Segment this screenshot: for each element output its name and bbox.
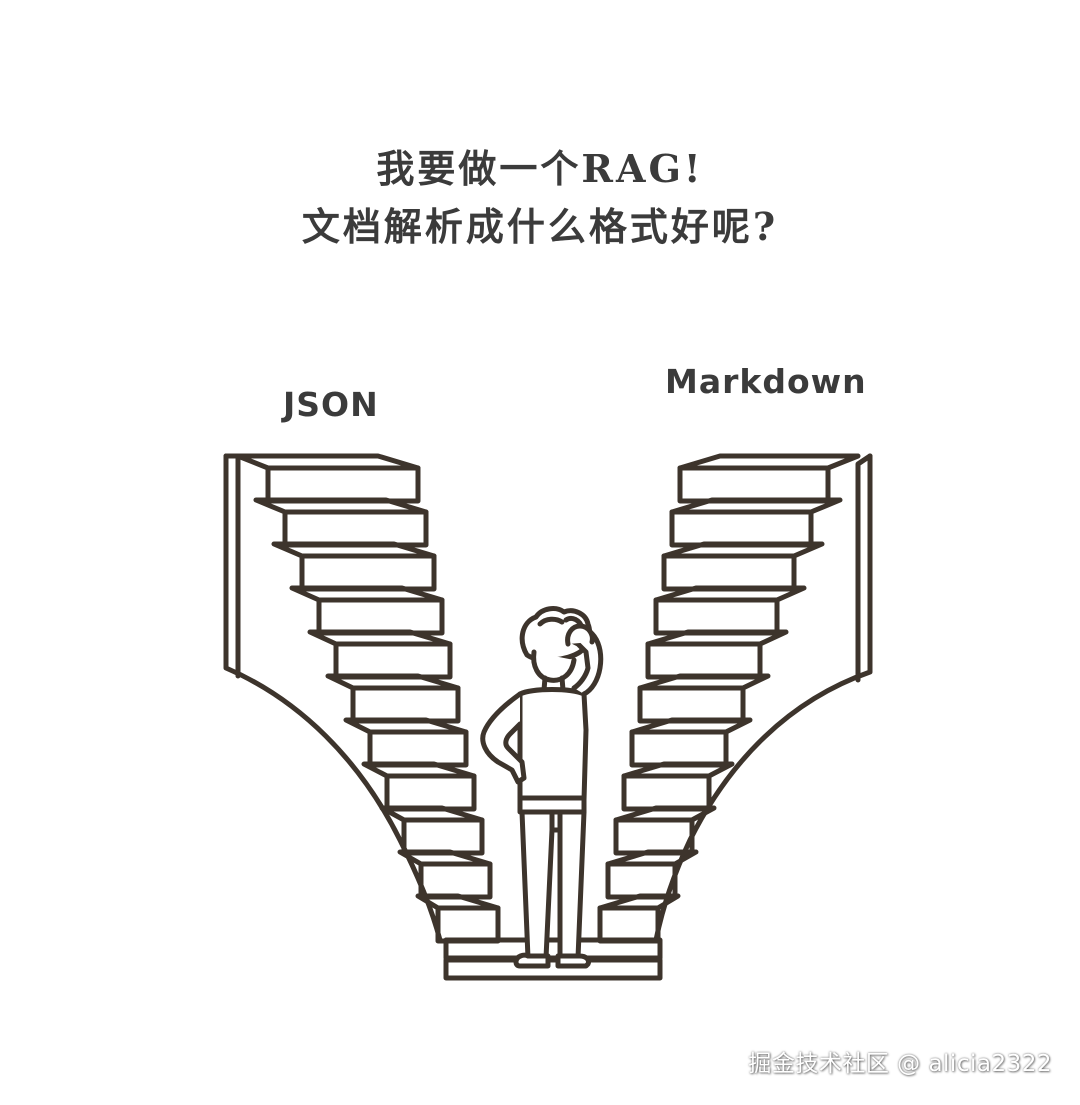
right-wall	[653, 453, 873, 943]
left-step-riser	[265, 465, 421, 504]
right-step-riser	[653, 597, 780, 636]
right-step-riser	[637, 685, 746, 724]
bottom-step	[443, 957, 663, 981]
title-line-1: 我要做一个RAG!	[376, 146, 704, 191]
right-step-riser	[597, 905, 661, 944]
left-step-riser	[367, 729, 469, 768]
right-step-riser	[677, 465, 831, 504]
watermark: 掘金技术社区 @ alicia2322	[748, 1051, 1052, 1077]
right-step-riser	[645, 641, 763, 680]
left-step-riser	[384, 773, 477, 812]
markdown-label: Markdown	[665, 362, 867, 401]
right-step-riser	[613, 817, 695, 856]
left-step-riser	[282, 509, 429, 548]
left-step-riser	[435, 905, 501, 944]
right-step-riser	[621, 773, 712, 812]
page-title: 我要做一个RAG! 文档解析成什么格式好呢?	[0, 140, 1080, 256]
right-step-riser	[629, 729, 729, 768]
left-step-riser	[401, 817, 485, 856]
title-line-2: 文档解析成什么格式好呢?	[301, 204, 779, 249]
confused-person-icon	[480, 606, 604, 969]
right-step-riser	[661, 553, 797, 592]
json-label: JSON	[283, 385, 379, 424]
right-staircase-icon	[597, 453, 873, 944]
right-step-riser	[669, 509, 814, 548]
right-wall-edge	[855, 453, 873, 683]
left-step-riser	[299, 553, 437, 592]
left-step-riser	[316, 597, 445, 636]
left-step-riser	[350, 685, 461, 724]
left-step-riser	[333, 641, 453, 680]
left-step-riser	[418, 861, 493, 900]
left-wall	[223, 453, 443, 943]
right-step-riser	[605, 861, 678, 900]
left-staircase-icon	[223, 453, 663, 981]
